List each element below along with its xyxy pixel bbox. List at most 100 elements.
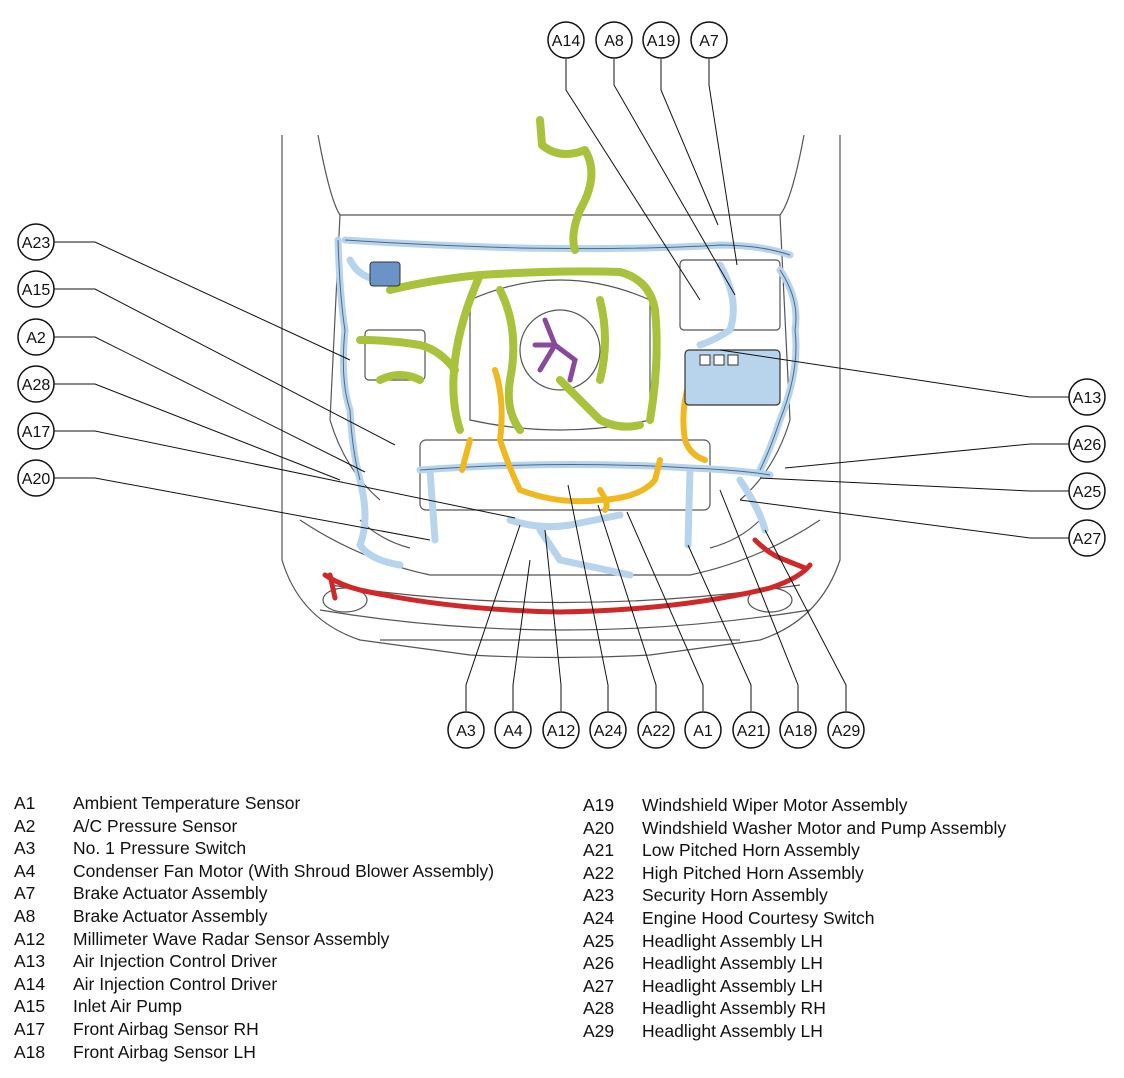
svg-text:A2: A2	[26, 330, 46, 347]
legend-code: A1	[14, 793, 36, 813]
callout-a25: A25	[1068, 472, 1106, 510]
svg-text:A29: A29	[832, 723, 861, 740]
svg-text:A12: A12	[547, 723, 576, 740]
legend-code: A24	[583, 907, 615, 928]
legend-desc: Headlight Assembly LH	[642, 930, 823, 951]
svg-text:A1: A1	[693, 723, 713, 740]
callout-a20: A20	[17, 459, 55, 497]
callout-a26: A26	[1068, 425, 1106, 463]
legend-desc: Brake Actuator Assembly	[73, 905, 268, 926]
engine-bay-wiring-diagram: A14 A8 A19 A7 A23 A15 A2 A28 A17 A20 A13…	[17, 21, 1106, 749]
svg-text:A21: A21	[737, 723, 766, 740]
legend-row: A1 Ambient Temperature Sensor	[14, 792, 494, 815]
legend-desc: Headlight Assembly LH	[642, 975, 823, 996]
callout-a29: A29	[827, 711, 865, 749]
callout-a27: A27	[1068, 519, 1106, 557]
callout-a14: A14	[547, 21, 585, 59]
legend-desc: Low Pitched Horn Assembly	[642, 840, 860, 861]
harness-green	[356, 116, 661, 434]
legend-code: A13	[14, 951, 46, 972]
legend-code: A8	[14, 905, 36, 926]
callout-a15: A15	[17, 270, 55, 308]
legend-desc: Brake Actuator Assembly	[73, 883, 268, 904]
callout-a22: A22	[637, 711, 675, 749]
callout-a21: A21	[732, 711, 770, 749]
svg-text:A7: A7	[699, 33, 719, 50]
legend-desc: Condenser Fan Motor (With Shroud Blower …	[73, 860, 495, 881]
callout-a7: A7	[690, 21, 728, 59]
legend-desc: Front Airbag Sensor LH	[73, 1041, 256, 1062]
harness-red	[322, 537, 813, 615]
svg-text:A15: A15	[22, 282, 51, 299]
legend-row: A3 No. 1 Pressure Switch	[14, 837, 494, 860]
svg-text:A3: A3	[456, 723, 476, 740]
harness-purple	[532, 317, 578, 383]
callout-circles-bottom: A3 A4 A12 A24 A22 A1 A21 A18 A29	[447, 711, 865, 749]
svg-text:A26: A26	[1073, 437, 1102, 454]
callout-a1: A1	[684, 711, 722, 749]
legend-code: A23	[583, 885, 615, 906]
legend-desc: Millimeter Wave Radar Sensor Assembly	[73, 928, 390, 949]
legend-code: A28	[583, 998, 615, 1019]
svg-text:A13: A13	[1073, 390, 1102, 407]
svg-text:A25: A25	[1073, 484, 1102, 501]
legend-code: A19	[583, 795, 615, 815]
legend-code: A12	[14, 928, 46, 949]
legend-row: A23 Security Horn Assembly	[583, 884, 1006, 907]
callout-circles-top: A14 A8 A19 A7	[547, 21, 728, 59]
callout-a4: A4	[494, 711, 532, 749]
legend-code: A26	[583, 953, 615, 974]
callout-a18: A18	[779, 711, 817, 749]
callout-a3: A3	[447, 711, 485, 749]
legend-row: A2 A/C Pressure Sensor	[14, 815, 494, 838]
callout-a28: A28	[17, 365, 55, 403]
fuse-relay-block	[369, 261, 781, 406]
callout-a19: A19	[642, 21, 680, 59]
svg-text:A14: A14	[552, 33, 581, 50]
harness-blue-outline	[337, 239, 797, 481]
svg-text:A4: A4	[503, 723, 523, 740]
legend-desc: Inlet Air Pump	[73, 996, 182, 1017]
legend-row: A29 Headlight Assembly LH	[583, 1020, 1006, 1043]
callout-a8: A8	[595, 21, 633, 59]
legend-desc: Front Airbag Sensor RH	[73, 1018, 259, 1039]
legend-desc: Windshield Wiper Motor Assembly	[642, 795, 908, 815]
legend-desc: Security Horn Assembly	[642, 885, 828, 906]
legend-code: A15	[14, 996, 46, 1017]
legend-code: A3	[14, 838, 36, 859]
legend-row: A15 Inlet Air Pump	[14, 995, 494, 1018]
callout-circles-right: A13 A26 A25 A27	[1068, 378, 1106, 557]
harness-blue	[334, 236, 800, 579]
svg-text:A18: A18	[784, 723, 813, 740]
legend-code: A27	[583, 975, 615, 996]
legend-desc: Headlight Assembly LH	[642, 1020, 823, 1041]
callout-a2: A2	[17, 318, 55, 356]
svg-text:A19: A19	[647, 33, 676, 50]
legend-code: A25	[583, 930, 615, 951]
legend-row: A8 Brake Actuator Assembly	[14, 905, 494, 928]
legend-desc: No. 1 Pressure Switch	[73, 838, 247, 859]
legend-desc: Ambient Temperature Sensor	[73, 793, 301, 813]
callout-a12: A12	[542, 711, 580, 749]
svg-text:A23: A23	[22, 235, 51, 252]
legend-code: A29	[583, 1020, 615, 1041]
legend-code: A20	[583, 817, 615, 838]
callout-a13: A13	[1068, 378, 1106, 416]
legend-desc: Air Injection Control Driver	[73, 973, 278, 994]
legend-desc: High Pitched Horn Assembly	[642, 862, 864, 883]
svg-text:A28: A28	[22, 377, 51, 394]
legend-code: A18	[14, 1041, 46, 1062]
legend-code: A2	[14, 815, 36, 836]
legend-desc: A/C Pressure Sensor	[73, 815, 238, 836]
legend-row: A12 Millimeter Wave Radar Sensor Assembly	[14, 928, 494, 951]
